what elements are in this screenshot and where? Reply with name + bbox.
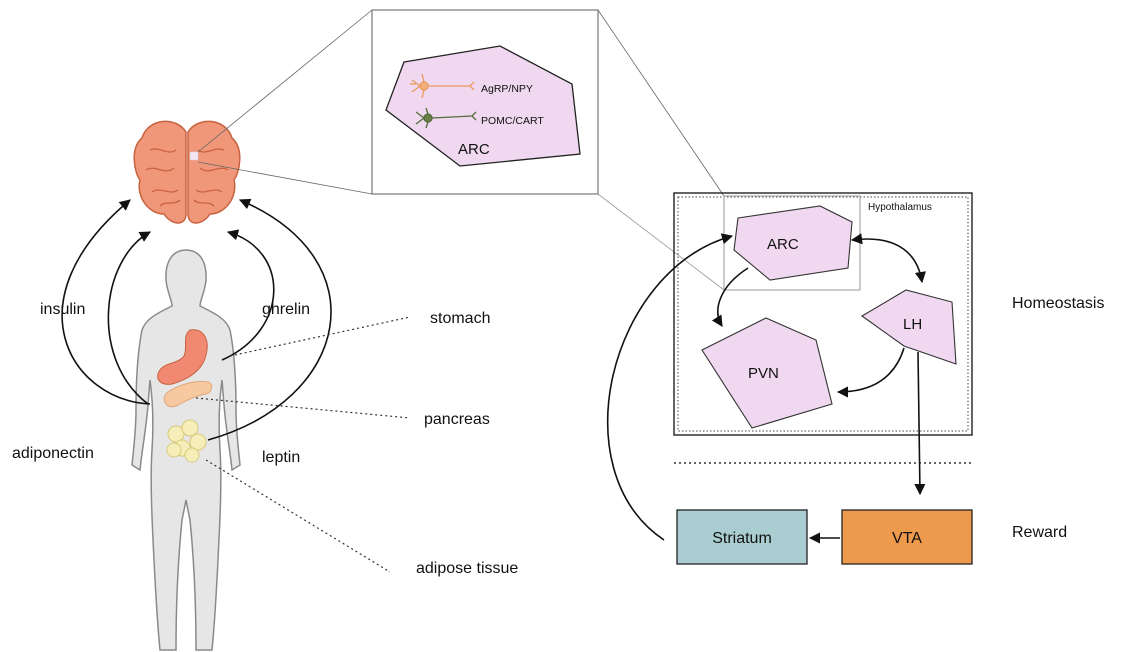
adiponectin-label: adiponectin xyxy=(12,445,94,462)
hypothalamus-panel: Hypothalamus ARC LH PVN xyxy=(673,192,973,436)
arc-highlight-marker xyxy=(189,151,199,161)
homeostasis-label: Homeostasis xyxy=(1012,295,1104,312)
insulin-label: insulin xyxy=(40,301,85,318)
hormone-arrows xyxy=(61,198,332,441)
brain-icon xyxy=(133,120,241,224)
arc-region xyxy=(733,205,853,281)
leptin-label: leptin xyxy=(262,449,300,466)
vta-box xyxy=(841,509,973,565)
hypothalamus-arrows xyxy=(711,233,926,398)
agrp-neuron-icon xyxy=(410,73,475,99)
striatum-to-arc-arrow xyxy=(606,233,734,541)
pomc-neuron-icon xyxy=(415,107,477,129)
pomc-cart-label: POMC/CART xyxy=(481,115,544,127)
stomach-organ xyxy=(157,329,208,385)
insulin-arrow xyxy=(61,199,151,405)
insulin-inner-arrow xyxy=(107,231,151,405)
human-body xyxy=(131,249,241,651)
leptin-arrow xyxy=(207,198,332,441)
stomach-label: stomach xyxy=(430,310,490,327)
lh-to-vta-arrow xyxy=(914,351,926,496)
arc-lh-arrow xyxy=(850,233,926,284)
adipose-tissue-label: adipose tissue xyxy=(416,560,518,577)
ghrelin-label: ghrelin xyxy=(262,301,310,318)
lh-label: LH xyxy=(903,316,922,333)
arc-label: ARC xyxy=(767,236,799,253)
pvn-region xyxy=(701,317,833,429)
arc-to-pvn-arrow xyxy=(711,267,749,327)
ghrelin-arrow xyxy=(221,229,275,361)
adipose-organ xyxy=(166,419,207,463)
inset-arc-label: ARC xyxy=(458,141,490,158)
agrp-npy-label: AgRP/NPY xyxy=(481,83,533,95)
inset-arc-region xyxy=(385,45,581,167)
vta-label: VTA xyxy=(892,530,922,547)
organ-leaders xyxy=(195,316,411,573)
arc-inset: AgRP/NPY POMC/CART ARC xyxy=(197,9,725,291)
reward-circuit: Striatum VTA xyxy=(606,233,973,565)
pancreas-organ xyxy=(163,381,213,408)
pvn-label: PVN xyxy=(748,365,779,382)
hypothalamus-label: Hypothalamus xyxy=(868,202,932,213)
lh-region xyxy=(860,289,957,365)
striatum-label: Striatum xyxy=(712,530,772,547)
striatum-box xyxy=(676,509,808,565)
pancreas-label: pancreas xyxy=(424,411,490,428)
lh-to-pvn-arrow xyxy=(836,347,905,398)
reward-label: Reward xyxy=(1012,524,1067,541)
